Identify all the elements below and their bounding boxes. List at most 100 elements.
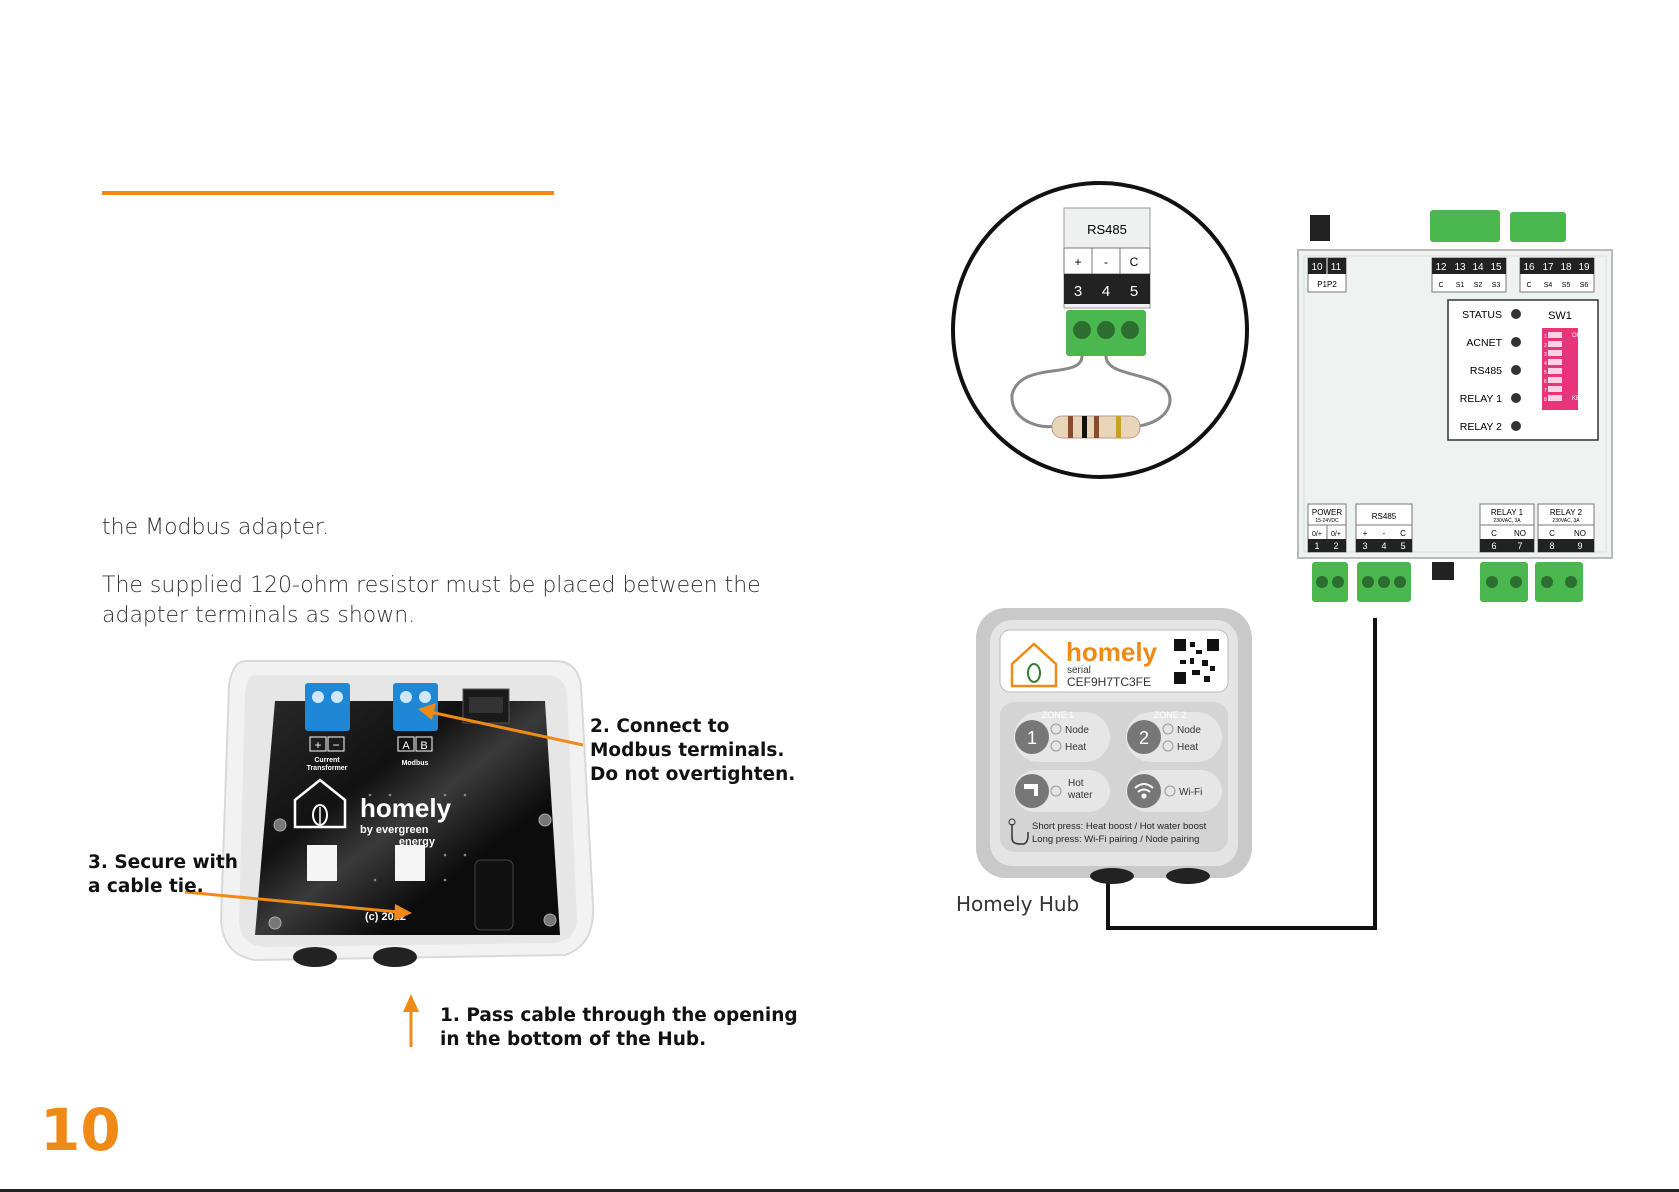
resistor-inset: RS485 + - C 3 4 5 <box>951 181 1249 479</box>
rs485-block-label: RS485 <box>1372 512 1397 521</box>
body-paragraph-2-line-2: adapter terminals as shown. <box>102 603 416 628</box>
power-num-2: 2 <box>1333 541 1338 551</box>
wifi-label: Wi-Fi <box>1179 787 1202 798</box>
hub-serial: CEF9H7TC3FE <box>1067 675 1151 689</box>
short-press-text: Short press: Heat boost / Hot water boos… <box>1032 821 1207 832</box>
callout-step2-line2: Modbus terminals. <box>590 740 785 761</box>
adapter-num-16: 16 <box>1523 262 1535 273</box>
dip-num-4: 4 <box>1544 361 1547 367</box>
pcb-brand-sub-1: by evergreen <box>360 824 429 836</box>
callout-step3-line1: 3. Secure with <box>88 852 238 873</box>
adapter-num-18: 18 <box>1560 262 1572 273</box>
ct-plus-label: + <box>314 738 321 752</box>
led-relay1-label: RELAY 1 <box>1460 393 1502 405</box>
zone2-button[interactable] <box>1127 720 1161 754</box>
inset-pin-c: C <box>1130 255 1139 269</box>
inset-title: RS485 <box>1087 222 1127 237</box>
homely-hub-device: homely serial CEF9H7TC3FE ZONE 1 1 Node … <box>976 608 1252 884</box>
hub-serial-label: serial <box>1067 665 1091 676</box>
zone1-num: 1 <box>1027 728 1037 748</box>
adapter-num-11: 11 <box>1331 262 1342 273</box>
modbus-a-label: A <box>402 740 410 752</box>
qr-code-icon <box>1173 638 1219 684</box>
body-paragraph-2-line-1: The supplied 120-ohm resistor must be pl… <box>102 573 761 598</box>
page-bottom-border <box>0 1189 1679 1192</box>
relay1-pin-c: C <box>1491 529 1497 538</box>
inset-num-5: 5 <box>1130 283 1138 300</box>
relay1-label: RELAY 1 <box>1491 508 1524 517</box>
led-rs485-icon <box>1511 365 1521 375</box>
tap-icon <box>1024 784 1038 796</box>
zone2-num: 2 <box>1139 728 1149 748</box>
wifi-button[interactable] <box>1127 774 1161 808</box>
dip-num-3: 3 <box>1544 352 1547 358</box>
dip-num-5: 5 <box>1544 370 1547 376</box>
callout-step1-line1: 1. Pass cable through the opening <box>440 1005 798 1026</box>
pcb-brand: homely <box>360 793 452 823</box>
body-paragraph-1: the Modbus adapter. <box>102 515 329 540</box>
adapter-num-17: 17 <box>1542 262 1554 273</box>
adapter-right-label-s4: S4 <box>1544 282 1553 289</box>
rs485-num-3: 3 <box>1362 541 1367 551</box>
inset-num-4: 4 <box>1102 283 1110 300</box>
led-status-label: STATUS <box>1462 309 1502 321</box>
power-pin-1: 0/+ <box>1312 531 1322 538</box>
relay2-num-8: 8 <box>1549 541 1554 551</box>
led-status-icon <box>1511 309 1521 319</box>
hub-interior-illustration: + − Current Transformer A B Modbus homel… <box>219 660 595 967</box>
modbus-label: Modbus <box>402 760 429 767</box>
callout-step2-line3: Do not overtighten. <box>590 764 796 785</box>
led-acnet-icon <box>1511 337 1521 347</box>
modbus-adapter: 10 11 P1P2 12 13 14 15 C S1 S2 S3 16 17 … <box>1297 210 1613 602</box>
relay2-pin-no: NO <box>1574 529 1586 538</box>
callout-step2: 2. Connect to Modbus terminals. Do not o… <box>590 715 795 787</box>
relay2-sub: 230VAC, 3A <box>1552 518 1580 524</box>
adapter-num-13: 13 <box>1454 262 1466 273</box>
page-number: 10 <box>40 1096 121 1164</box>
rs485-pin-c: C <box>1400 529 1406 538</box>
hub-brand: homely <box>1066 637 1158 667</box>
hub-zone2-label: ZONE 2 <box>1154 710 1187 720</box>
sw1-label: SW1 <box>1548 310 1572 322</box>
relay1-pin-no: NO <box>1514 529 1526 538</box>
inset-num-3: 3 <box>1074 283 1082 300</box>
dip-ke-label: KE <box>1572 396 1580 402</box>
rs485-cable <box>1106 618 1377 930</box>
adapter-mid-label-s2: S2 <box>1474 282 1483 289</box>
adapter-mid-label-s3: S3 <box>1492 282 1501 289</box>
hot-water-label-1: Hot <box>1068 778 1084 789</box>
power-sub: 15-24VDC <box>1315 518 1339 524</box>
zone1-button[interactable] <box>1015 720 1049 754</box>
arrow-step2 <box>429 710 584 747</box>
hot-water-button[interactable] <box>1015 774 1049 808</box>
hot-water-label-2: water <box>1067 790 1093 801</box>
zone1-node-label: Node <box>1065 725 1089 736</box>
power-num-1: 1 <box>1314 541 1319 551</box>
led-relay2-label: RELAY 2 <box>1460 421 1502 433</box>
hub-caption: Homely Hub <box>956 892 1080 916</box>
led-rs485-label: RS485 <box>1470 365 1502 377</box>
wifi-icon <box>1134 783 1154 799</box>
dip-num-1: 1 <box>1544 334 1547 340</box>
rs485-num-4: 4 <box>1381 541 1386 551</box>
long-press-text: Long press: Wi-Fi pairing / Node pairing <box>1032 834 1199 845</box>
relay1-num-7: 7 <box>1517 541 1522 551</box>
inset-pin-minus: - <box>1104 255 1108 269</box>
adapter-right-label-c: C <box>1526 282 1531 289</box>
callout-step1-line2: in the bottom of the Hub. <box>440 1029 707 1050</box>
led-relay2-icon <box>1511 421 1521 431</box>
callout-step1: 1. Pass cable through the opening in the… <box>440 1004 798 1052</box>
led-relay1-icon <box>1511 393 1521 403</box>
ct-label-2: Transformer <box>307 765 348 772</box>
zone1-heat-label: Heat <box>1065 742 1086 753</box>
rs485-pin-plus: + <box>1363 529 1368 538</box>
power-pin-2: 0/+ <box>1331 531 1341 538</box>
adapter-num-14: 14 <box>1472 262 1484 273</box>
adapter-right-label-s6: S6 <box>1580 282 1589 289</box>
callout-step3: 3. Secure with a cable tie. <box>88 851 238 899</box>
adapter-mid-label-s1: S1 <box>1456 282 1465 289</box>
led-acnet-label: ACNET <box>1466 337 1502 349</box>
adapter-num-19: 19 <box>1578 262 1590 273</box>
zone2-node-label: Node <box>1177 725 1201 736</box>
